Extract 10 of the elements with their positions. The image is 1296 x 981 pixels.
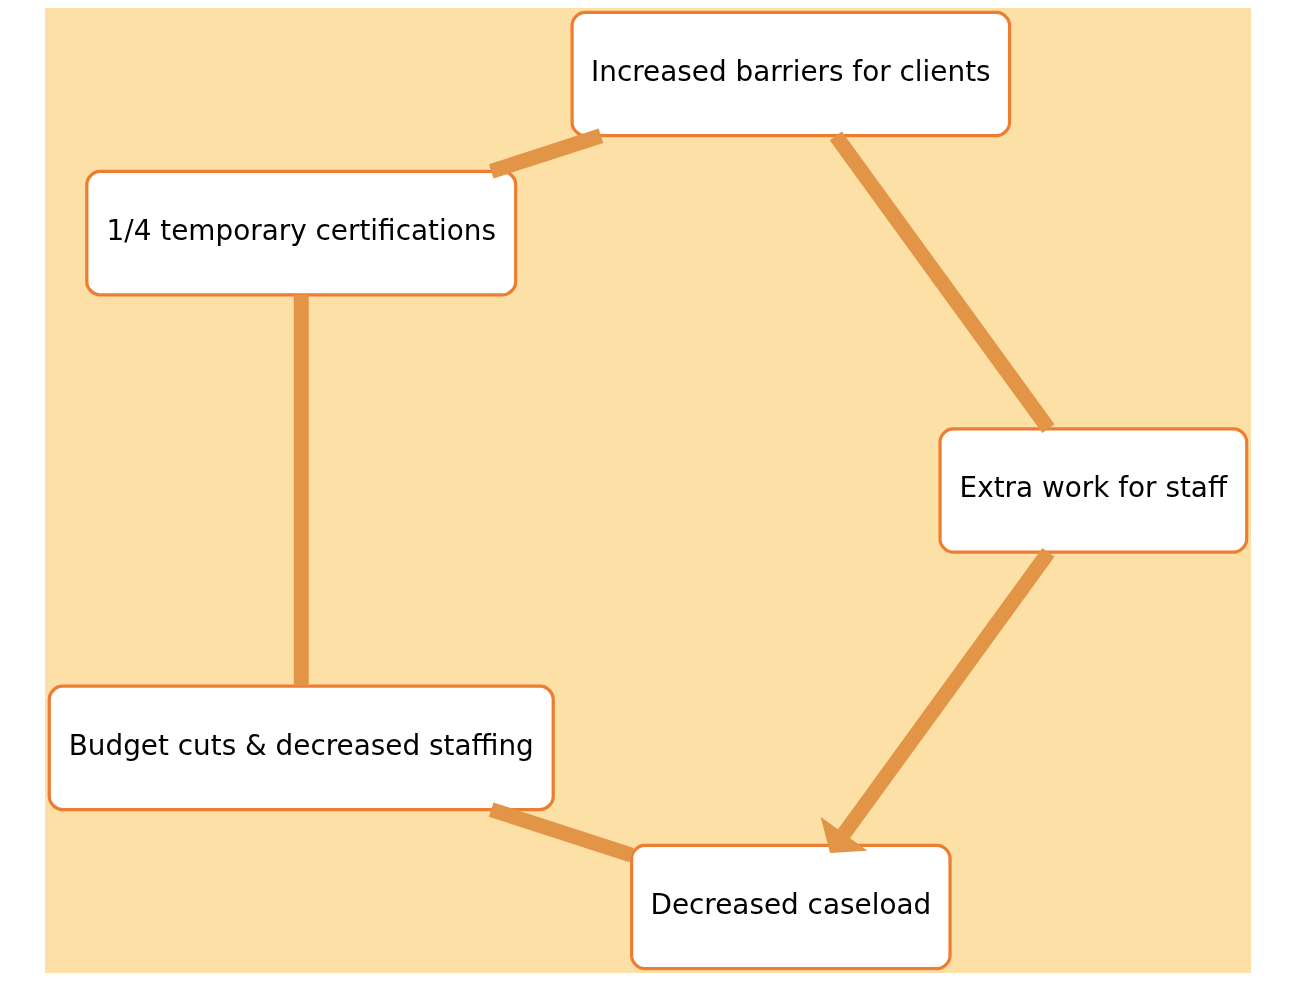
connector — [293, 295, 309, 686]
node-box: Extra work for staff — [938, 427, 1249, 554]
arrow — [820, 548, 1055, 853]
connector — [488, 128, 604, 179]
node-box: Decreased caseload — [630, 843, 952, 971]
node-box: 1/4 temporary certifications — [85, 169, 518, 297]
node-box: Budget cuts & decreased staffing — [47, 684, 555, 812]
node-box: Increased barriers for clients — [570, 10, 1012, 138]
connector — [829, 131, 1055, 434]
connector — [488, 802, 634, 863]
